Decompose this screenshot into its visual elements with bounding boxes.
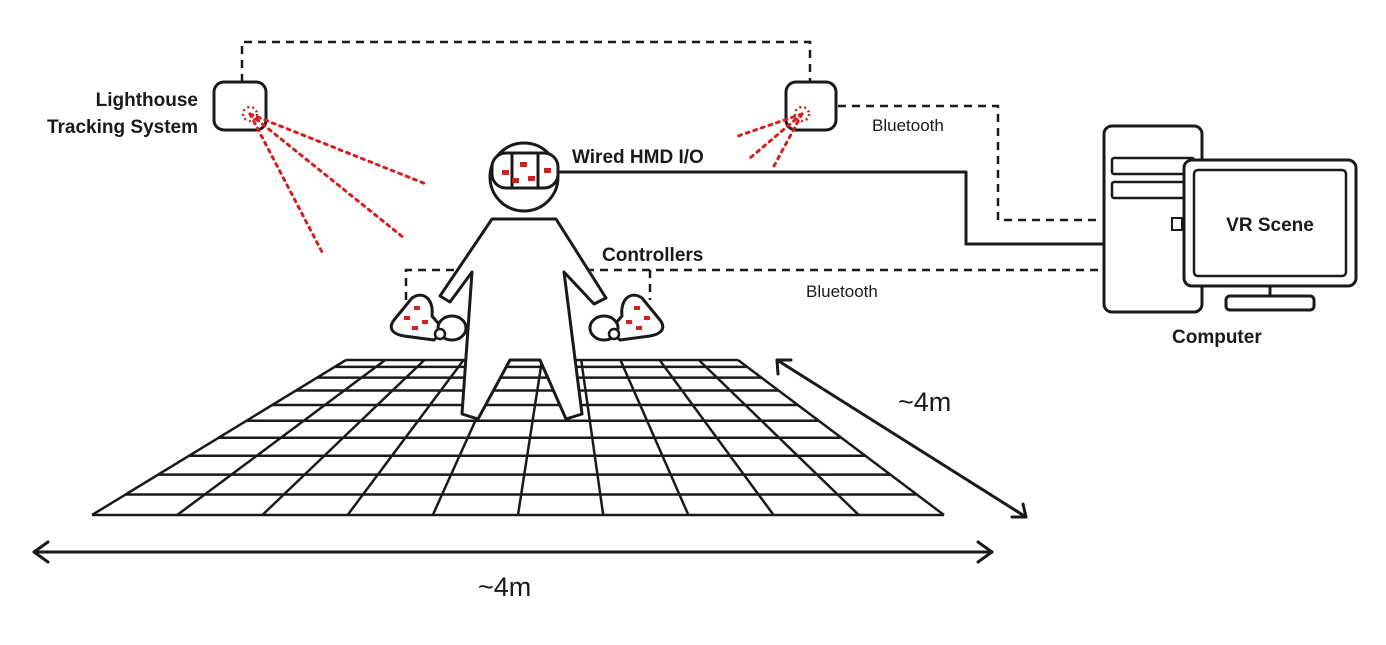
controllers-label: Controllers [602, 245, 703, 266]
monitor-icon [1171, 158, 1358, 312]
bluetooth-link-controllers [404, 268, 1102, 300]
bluetooth-link-lighthouse [838, 104, 1102, 222]
controller-left-icon [389, 293, 468, 342]
wired-hmd-label: Wired HMD I/O [572, 147, 704, 168]
lighthouse-sync-link [240, 40, 812, 82]
width-label: ~4m [478, 572, 531, 602]
hmd-cable [558, 170, 1104, 246]
lighthouse-label-line2: Tracking System [47, 117, 198, 138]
vr-scene-label: VR Scene [1226, 215, 1314, 236]
width-dimension-arrow [32, 540, 994, 564]
depth-dimension-arrow [775, 358, 1028, 519]
lighthouse-left-icon [212, 80, 428, 254]
lighthouse-right-icon [736, 80, 838, 168]
controller-right-icon [588, 293, 665, 342]
bluetooth-label-top: Bluetooth [872, 116, 944, 135]
bluetooth-label-bottom: Bluetooth [806, 282, 878, 301]
computer-label: Computer [1172, 327, 1262, 348]
vr-headset-icon [490, 151, 560, 190]
depth-label: ~4m [898, 387, 951, 417]
floor-grid-icon [91, 358, 945, 517]
lighthouse-label-line1: Lighthouse [96, 90, 198, 111]
